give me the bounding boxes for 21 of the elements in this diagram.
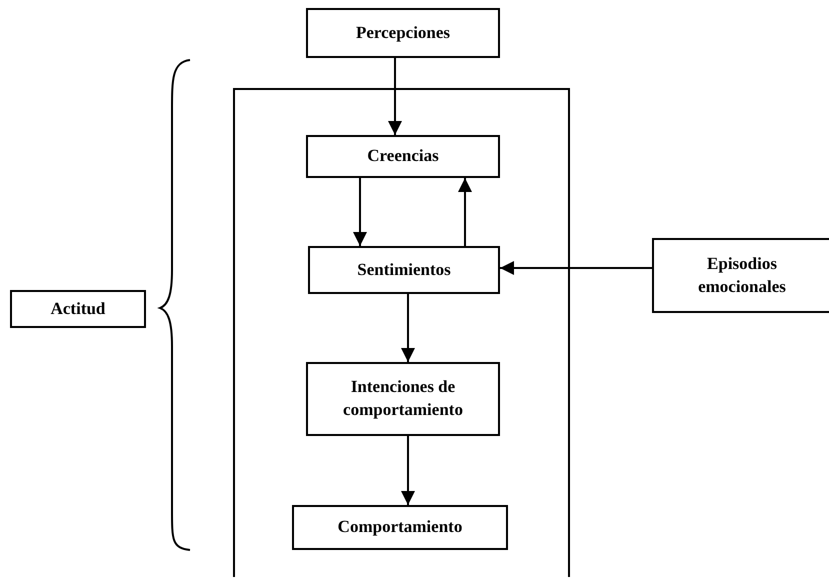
- process-box: [292, 505, 508, 550]
- node-label: Sentimientos: [356, 258, 452, 281]
- arrow: [401, 436, 415, 505]
- process-box: [10, 290, 146, 328]
- process-box: [306, 8, 500, 58]
- process-box: [306, 135, 500, 178]
- group-frame: [233, 88, 570, 577]
- node-label: Comportamiento: [336, 516, 464, 538]
- arrow: [353, 178, 367, 246]
- node-label: Intenciones de comportamiento: [342, 376, 464, 421]
- arrow: [458, 178, 472, 246]
- process-box: [652, 238, 829, 313]
- node-label: Percepciones: [354, 22, 452, 44]
- arrow: [500, 261, 652, 275]
- process-box: [308, 246, 500, 294]
- arrow: [388, 58, 402, 135]
- node-label: Episodios emocionales: [697, 252, 787, 298]
- node-label: Actitud: [50, 298, 106, 320]
- process-box: [306, 362, 500, 436]
- node-label: Creencias: [366, 145, 440, 168]
- arrow: [401, 294, 415, 362]
